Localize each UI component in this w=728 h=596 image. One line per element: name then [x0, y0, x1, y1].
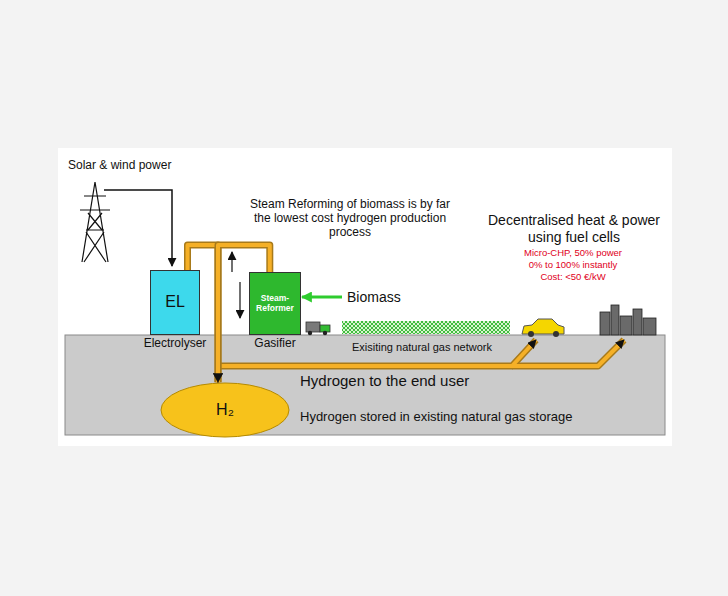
box-text: Steam-Reformer — [250, 294, 300, 314]
flow-arrow — [239, 282, 240, 318]
heading-text: Decentralised heat & power using fuel ce… — [484, 212, 664, 246]
storage-label: Hydrogen stored in existing natural gas … — [300, 410, 572, 425]
storage-shape — [161, 383, 289, 437]
ground — [65, 335, 665, 435]
truck-icon — [306, 322, 330, 335]
biomass-arrow — [302, 296, 342, 299]
box-heading: Gasifier — [254, 337, 295, 351]
gas-pipe-outline — [512, 340, 624, 366]
pylon-legs — [82, 182, 108, 262]
spec-text: 0% to 100% instantly — [493, 260, 653, 271]
network-label: Exisiting natural gas network — [352, 341, 492, 354]
storage-ellipse: H₂ — [160, 382, 290, 438]
building — [620, 316, 632, 335]
pylon-arms — [80, 196, 110, 230]
building — [633, 309, 642, 335]
truck-wheel — [308, 331, 312, 335]
truck-body — [306, 322, 320, 332]
source-label: Solar & wind power — [68, 159, 171, 173]
biomass-field — [342, 321, 510, 334]
electrolyser-box: ELElectrolyser — [150, 270, 200, 335]
building — [611, 305, 619, 335]
gas-pipe — [512, 340, 624, 366]
note-text: Steam Reforming of biomass is by far the… — [245, 197, 455, 239]
city-icon — [600, 305, 656, 335]
building — [600, 312, 610, 335]
reformer-box: Steam-ReformerGasifier — [249, 272, 301, 335]
flow-label: Hydrogen to the end user — [300, 372, 469, 389]
car-icon — [522, 319, 564, 337]
truck-wheel — [323, 331, 327, 335]
box-heading: Electrolyser — [144, 337, 207, 351]
box-text: H₂ — [216, 401, 234, 419]
building — [643, 318, 656, 335]
spec-text: Cost: <50 €/kW — [493, 272, 653, 283]
panel — [58, 148, 672, 446]
input-label: Biomass — [347, 289, 401, 305]
box-text: EL — [165, 293, 185, 311]
pylon-icon — [80, 182, 110, 262]
spec-text: Micro-CHP, 50% power — [493, 248, 653, 259]
flow-arrow — [231, 252, 232, 272]
power-wire — [104, 190, 172, 266]
pylon-bracing — [84, 213, 106, 262]
car-wheel — [528, 331, 534, 337]
car-wheel — [553, 331, 559, 337]
